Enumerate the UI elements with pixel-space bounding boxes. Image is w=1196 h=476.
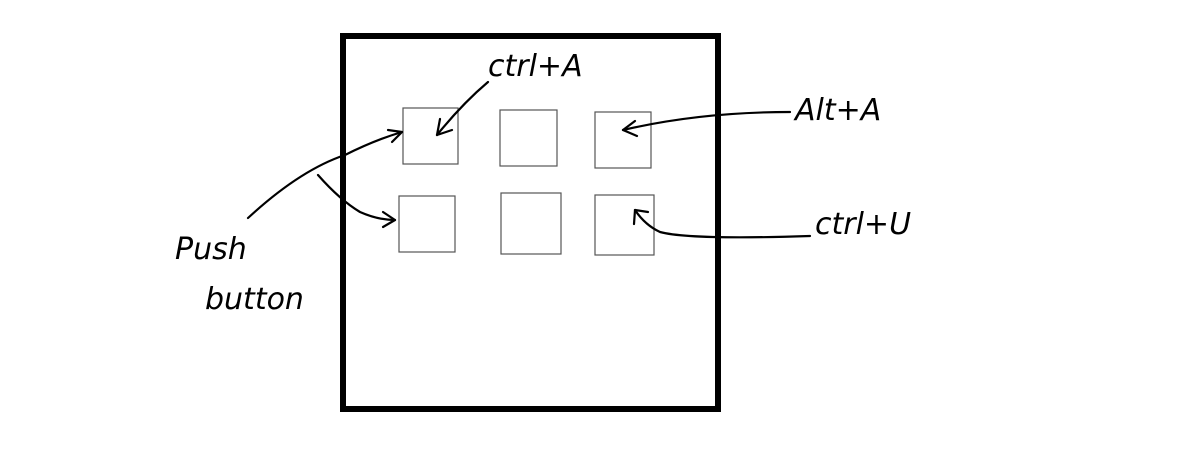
arrow-alt-a xyxy=(621,110,792,138)
label-button: button xyxy=(205,282,304,317)
label-push: Push xyxy=(175,232,247,267)
push-button-4[interactable] xyxy=(398,195,456,253)
push-button-1[interactable] xyxy=(402,107,459,165)
label-ctrl-a: ctrl+A xyxy=(488,49,583,84)
label-ctrl-u: ctrl+U xyxy=(815,207,912,242)
push-button-3[interactable] xyxy=(594,111,652,169)
arrow-ctrl-u xyxy=(632,208,812,239)
label-alt-a: Alt+A xyxy=(795,93,882,128)
push-button-2[interactable] xyxy=(499,109,558,167)
window-frame xyxy=(340,33,721,412)
arrow-ctrl-a xyxy=(435,80,490,137)
button-grid xyxy=(398,107,655,256)
arrow-push-button xyxy=(246,128,404,229)
push-button-6[interactable] xyxy=(594,194,655,256)
push-button-5[interactable] xyxy=(500,192,562,255)
